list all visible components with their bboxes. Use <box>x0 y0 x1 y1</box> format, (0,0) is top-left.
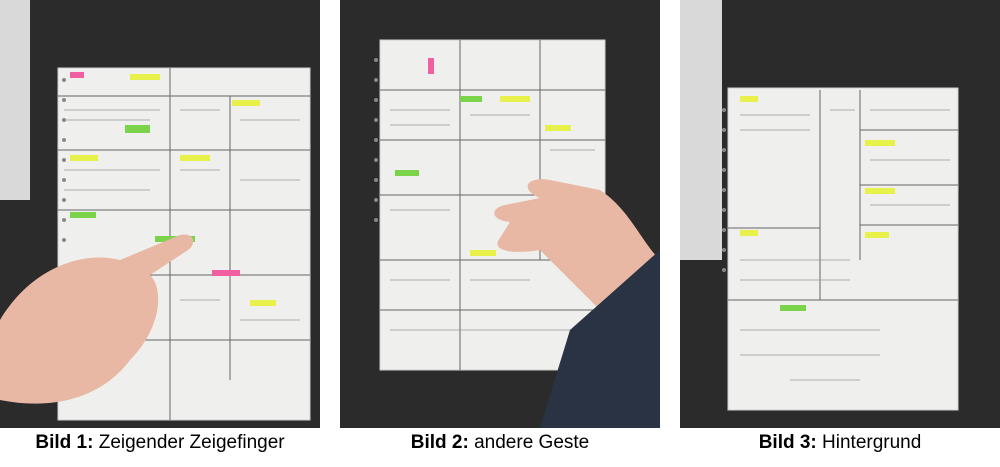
caption-3-label: Bild 3: <box>758 432 817 453</box>
photo-panel-1 <box>0 0 320 428</box>
photo-notebook-background <box>680 0 1000 428</box>
photo-notebook-pointing-finger <box>0 0 320 428</box>
caption-1-label: Bild 1: <box>35 432 94 453</box>
caption-3: Bild 3: Hintergrund <box>680 432 1000 462</box>
photo-panel-2 <box>340 0 660 428</box>
caption-1: Bild 1: Zeigender Zeigefinger <box>0 432 320 462</box>
photo-panel-3 <box>680 0 1000 428</box>
caption-2: Bild 2: andere Geste <box>340 432 660 462</box>
caption-2-text: andere Geste <box>474 432 590 453</box>
caption-3-text: Hintergrund <box>822 432 922 453</box>
photo-notebook-other-gesture <box>340 0 660 428</box>
caption-1-text: Zeigender Zeigefinger <box>98 432 285 453</box>
caption-2-label: Bild 2: <box>410 432 469 453</box>
